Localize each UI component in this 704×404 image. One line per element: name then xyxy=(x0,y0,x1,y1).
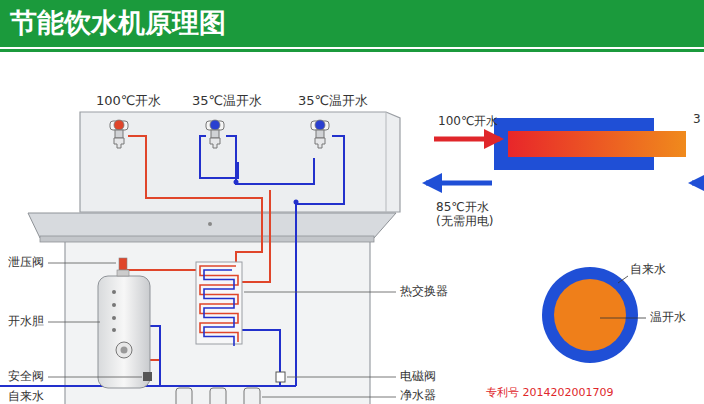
drawing-path xyxy=(200,136,238,178)
title: 节能饮水机原理图 xyxy=(10,7,226,39)
drawing-circle xyxy=(294,200,299,205)
part-label: 净水器 xyxy=(400,388,436,402)
drawing-circle xyxy=(114,120,124,130)
drawing-path xyxy=(226,136,314,184)
drawing-circle xyxy=(112,328,116,332)
drawing-path xyxy=(200,266,238,342)
drawing-circle xyxy=(315,120,325,130)
drawing-rect xyxy=(196,262,242,344)
drawing-rect xyxy=(244,388,260,404)
drawing-circle xyxy=(112,303,116,307)
drawing-rect xyxy=(211,130,219,138)
drawing-rect xyxy=(210,388,226,404)
drawing-line xyxy=(48,322,100,323)
drawing-path xyxy=(114,138,124,148)
drawing-rect xyxy=(0,0,704,47)
drawing-circle xyxy=(210,120,220,130)
part-label: 安全阀 xyxy=(8,369,44,383)
part-label: 热交换器 xyxy=(400,284,448,298)
drawing-circle xyxy=(208,222,212,226)
drawing-rect xyxy=(0,49,704,52)
drawing-path xyxy=(128,136,262,262)
drawing-rect xyxy=(143,372,152,381)
part-label: 泄压阀 xyxy=(8,255,44,269)
drawing-path xyxy=(692,181,704,186)
drawing-rect xyxy=(316,130,324,138)
part-label: 电磁阀 xyxy=(400,369,436,383)
drawing-rect xyxy=(98,276,150,388)
part-label: 专利号 2014202001709 xyxy=(486,386,613,399)
part-label: 35℃温开水 xyxy=(192,93,262,109)
drawing-rect xyxy=(276,372,285,382)
drawing-line xyxy=(386,112,387,212)
drawing-path xyxy=(0,385,296,387)
drawing-rect xyxy=(117,270,129,276)
part-label: 自来水 xyxy=(8,389,44,403)
drawing-circle xyxy=(116,342,132,358)
drawing-path xyxy=(238,330,280,386)
drawing-circle xyxy=(542,267,638,363)
drawing-rect xyxy=(40,236,374,242)
drawing-line xyxy=(600,318,646,319)
drawing-polygon xyxy=(28,213,396,238)
part-label: 100℃开水 xyxy=(438,114,498,128)
drawing-g xyxy=(600,276,646,318)
part-label: 温开水 xyxy=(650,310,686,324)
drawing-path xyxy=(426,181,492,186)
part-label: 自来水 xyxy=(630,262,666,276)
drawing-path xyxy=(296,136,344,386)
drawing-circle xyxy=(112,290,116,294)
part-label: 85℃开水 (无需用电) xyxy=(436,200,506,229)
part-label: 3 xyxy=(693,112,701,126)
drawing-rect xyxy=(311,121,329,130)
drawing-path xyxy=(210,138,220,148)
drawing-circle xyxy=(554,279,626,351)
drawing-rect xyxy=(176,388,192,404)
drawing-g xyxy=(48,263,396,397)
drawing-line xyxy=(244,292,396,293)
drawing-g xyxy=(0,136,344,386)
drawing-path xyxy=(238,190,270,282)
part-label: 100℃开水 xyxy=(96,93,161,109)
drawing-path xyxy=(150,352,160,360)
drawing-path xyxy=(204,270,234,346)
drawing-rect xyxy=(115,130,123,138)
drawing-rect xyxy=(110,121,128,130)
drawing-line xyxy=(287,377,396,378)
drawing-path xyxy=(434,137,500,142)
drawing-rect xyxy=(206,121,224,130)
drawing-line xyxy=(262,397,396,398)
drawing-line xyxy=(618,276,628,283)
drawing-rect xyxy=(119,258,127,270)
drawing-rect xyxy=(65,240,370,404)
drawing-path xyxy=(124,268,198,270)
drawing-g xyxy=(110,120,329,148)
part-label: 35℃温开水 xyxy=(298,93,368,109)
drawing-rect xyxy=(508,131,686,157)
drawing-line xyxy=(48,377,142,378)
drawing-line xyxy=(48,263,116,264)
drawing-path xyxy=(315,138,325,148)
drawing-circle xyxy=(112,316,116,320)
part-label: 开水胆 xyxy=(8,314,44,328)
drawing-circle xyxy=(121,347,128,354)
drawing-circle xyxy=(234,180,239,185)
